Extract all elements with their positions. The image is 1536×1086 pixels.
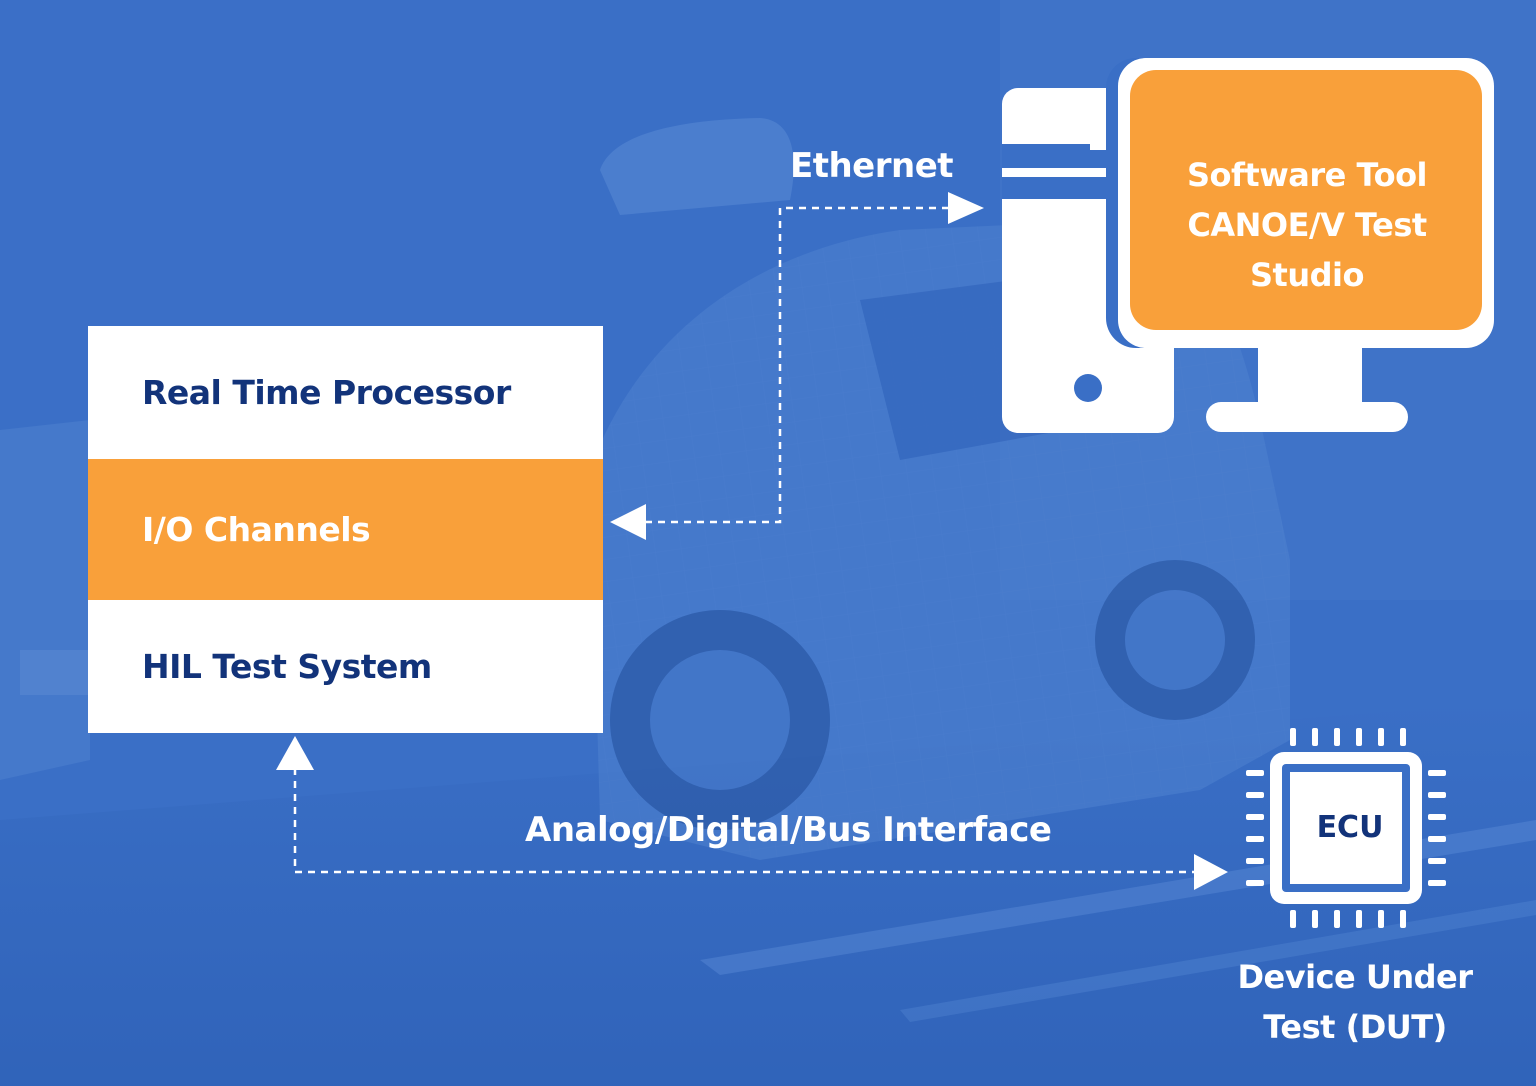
dut-caption-line-2: Test (DUT)	[1263, 1008, 1447, 1046]
dut-caption-line-1: Device Under	[1237, 958, 1473, 996]
hil-test-system-label: HIL Test System	[142, 647, 432, 686]
software-tool-text: Software Tool CANOE/V Test Studio	[1128, 150, 1486, 300]
ecu-label: ECU	[1316, 810, 1384, 845]
hil-row-real-time-processor: Real Time Processor	[88, 326, 603, 459]
arrow-head-icon	[1194, 854, 1228, 890]
io-channels-label: I/O Channels	[142, 510, 371, 549]
ethernet-connector	[632, 206, 948, 524]
arrow-head-icon	[610, 504, 646, 540]
hil-row-test-system: HIL Test System	[88, 600, 603, 733]
hil-row-io-channels: I/O Channels	[88, 459, 603, 600]
interface-label: Analog/Digital/Bus Interface	[525, 810, 1052, 850]
real-time-processor-label: Real Time Processor	[142, 373, 511, 412]
hil-test-system-box: Real Time Processor I/O Channels HIL Tes…	[88, 326, 603, 733]
monitor-icon	[1106, 58, 1494, 432]
dut-caption: Device Under Test (DUT)	[1230, 952, 1480, 1052]
software-tool-line-2: CANOE/V Test Studio	[1187, 206, 1427, 294]
ethernet-label: Ethernet	[790, 146, 954, 186]
arrow-head-icon	[276, 736, 314, 770]
chip-icon	[1246, 728, 1446, 928]
software-tool-line-1: Software Tool	[1186, 156, 1428, 194]
arrow-head-icon	[948, 192, 984, 224]
interface-connector	[293, 768, 1196, 874]
